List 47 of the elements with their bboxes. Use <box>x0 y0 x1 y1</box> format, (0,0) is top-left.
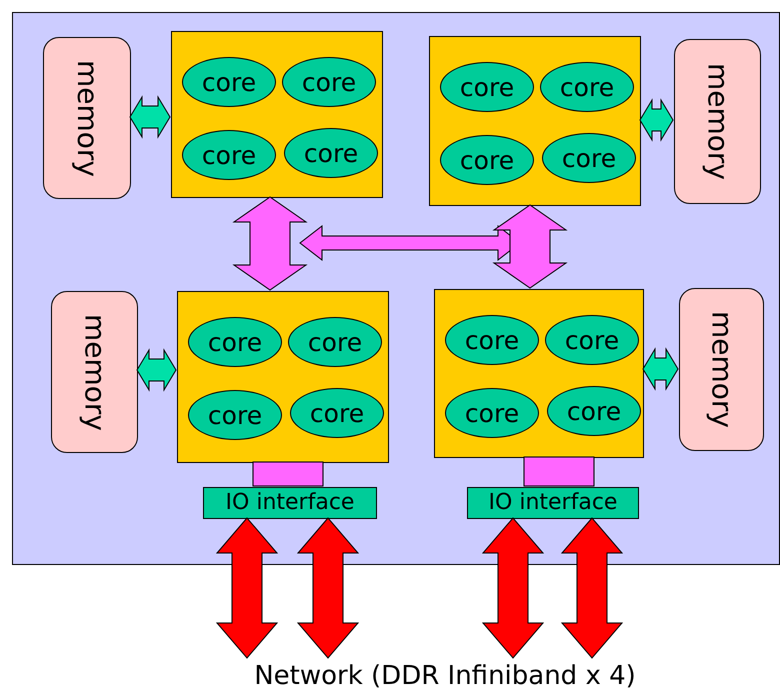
core-label: core <box>202 70 256 94</box>
core-label: core <box>562 146 616 170</box>
core-label: core <box>564 328 620 352</box>
processor-box <box>177 291 389 463</box>
double-arrow <box>560 517 624 659</box>
core-label: core <box>304 140 358 166</box>
connector-bar <box>524 456 594 486</box>
io-label: IO interface <box>226 492 354 514</box>
core-label: core <box>566 398 622 424</box>
core-label: core <box>308 330 362 354</box>
memory-label: memory <box>80 314 108 430</box>
double-arrow <box>492 204 568 289</box>
memory-box <box>51 291 138 453</box>
processor-box <box>429 36 641 206</box>
connector-bar <box>252 462 324 486</box>
double-arrow <box>639 98 674 142</box>
double-arrow <box>129 95 171 139</box>
core-label: core <box>302 70 356 94</box>
io-interface-box <box>467 487 639 519</box>
text-label: Network (DDR Infiniband x 4) <box>254 663 636 689</box>
core-label: core <box>208 330 262 354</box>
core-label: core <box>460 74 514 100</box>
core-label: core <box>310 400 364 426</box>
core-label: core <box>464 400 520 426</box>
processor-box <box>434 289 644 458</box>
double-arrow <box>482 517 544 659</box>
memory-box <box>674 39 761 204</box>
memory-box <box>679 288 764 451</box>
core-ellipse <box>547 386 641 436</box>
memory-box <box>43 37 131 199</box>
memory-label: memory <box>73 60 101 176</box>
double-arrow <box>216 517 278 659</box>
core-label: core <box>208 402 262 428</box>
board-panel <box>12 12 780 565</box>
core-label: core <box>202 142 256 168</box>
double-arrow <box>296 517 360 659</box>
core-label: core <box>560 74 614 100</box>
double-arrow <box>136 348 177 392</box>
processor-box <box>171 31 383 198</box>
core-label: core <box>460 148 514 172</box>
core-label: core <box>464 328 520 352</box>
double-arrow <box>642 347 679 391</box>
double-arrow <box>232 196 308 291</box>
io-interface-box <box>203 487 377 519</box>
memory-label: memory <box>704 63 732 180</box>
memory-label: memory <box>708 311 736 428</box>
io-label: IO interface <box>488 492 618 514</box>
